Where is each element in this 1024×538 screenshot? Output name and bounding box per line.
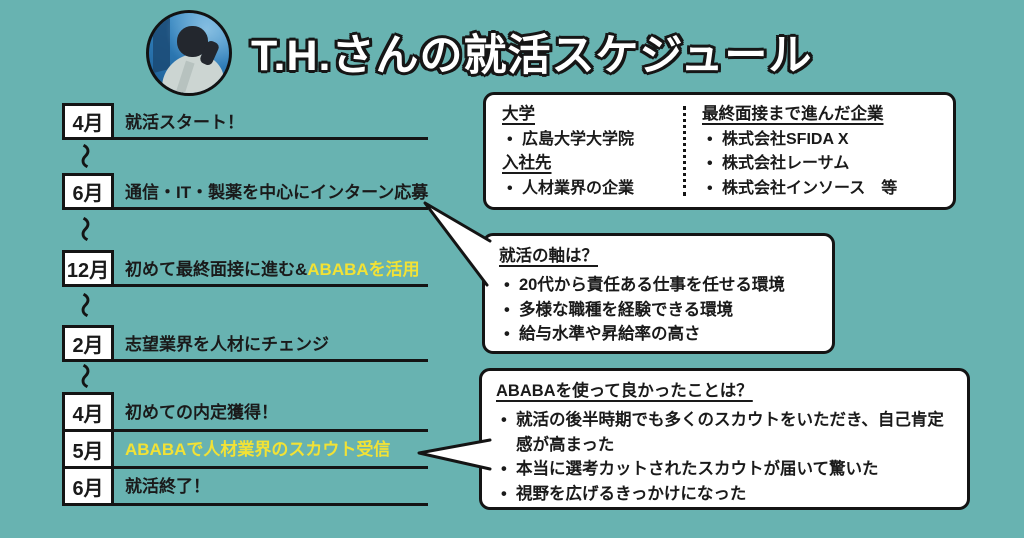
job-axis-list: 20代から責任ある仕事を任せる環境多様な職種を経験できる環境給与水準や昇給率の高…	[499, 273, 818, 347]
month-label: 6月	[62, 173, 114, 210]
ababa-benefits-bubble: ABABAを使って良かったことは？ 就活の後半時期でも多くのスカウトをいただき、…	[479, 368, 970, 510]
month-label: 5月	[62, 429, 114, 469]
month-label: 2月	[62, 325, 114, 362]
timeline-event-label: 初めて最終面接に進む&ABABAを活用	[114, 250, 428, 287]
profile-left-column: 大学 広島大学大学院 入社先 人材業界の企業	[502, 103, 683, 202]
timeline-event-label: 初めての内定獲得！	[114, 392, 428, 432]
timeline-event-label: 就活スタート！	[114, 103, 428, 140]
timeline-row: 6月通信・IT・製薬を中心にインターン応募	[62, 173, 428, 210]
list-item: 20代から責任ある仕事を任せる環境	[499, 273, 818, 298]
company-joined-heading: 入社先	[502, 154, 552, 173]
job-axis-bubble-tail	[423, 201, 492, 287]
profile-info-panel: 大学 広島大学大学院 入社先 人材業界の企業 最終面接まで進んだ企業 株式会社S…	[483, 92, 956, 210]
job-axis-bubble: 就活の軸は？ 20代から責任ある仕事を任せる環境多様な職種を経験できる環境給与水…	[482, 233, 835, 354]
list-item: 視野を広げるきっかけになった	[496, 482, 953, 507]
list-item: 多様な職種を経験できる環境	[499, 298, 818, 323]
ababa-benefits-list: 就活の後半時期でも多くのスカウトをいただき、自己肯定感が高まった本当に選考カット…	[496, 408, 953, 507]
timeline-row: 12月初めて最終面接に進む&ABABAを活用	[62, 250, 428, 287]
list-item: 人材業界の企業	[502, 177, 683, 202]
month-label: 4月	[62, 103, 114, 140]
page-title: T.H.さんの就活スケジュール	[251, 32, 813, 80]
profile-right-column: 最終面接まで進んだ企業 株式会社SFIDA X株式会社レーサム株式会社インソース…	[686, 103, 945, 201]
final-interview-heading: 最終面接まで進んだ企業	[702, 105, 884, 123]
list-item: 給与水準や昇給率の高さ	[499, 322, 818, 347]
timeline-row: 6月就活終了！	[62, 466, 428, 506]
timeline-row: 4月就活スタート！	[62, 103, 428, 140]
list-item: 就活の後半時期でも多くのスカウトをいただき、自己肯定感が高まった	[496, 408, 953, 458]
timeline-row: 2月志望業界を人材にチェンジ	[62, 325, 428, 362]
list-item: 株式会社レーサム	[702, 152, 945, 177]
month-label: 4月	[62, 392, 114, 432]
list-item: 株式会社SFIDA X	[702, 128, 945, 153]
list-item: 株式会社インソース 等	[702, 177, 945, 202]
timeline-row: 4月初めての内定獲得！	[62, 392, 428, 432]
university-list: 広島大学大学院	[502, 128, 683, 153]
timeline-event-label: 就活終了！	[114, 466, 428, 506]
university-heading: 大学	[502, 105, 535, 123]
timeline-event-label: 志望業界を人材にチェンジ	[114, 325, 428, 362]
dotted-divider	[683, 106, 686, 196]
company-joined-section: 入社先 人材業界の企業	[502, 152, 683, 202]
final-interview-list: 株式会社SFIDA X株式会社レーサム株式会社インソース 等	[702, 128, 945, 201]
list-item: 本当に選考カットされたスカウトが届いて驚いた	[496, 457, 953, 482]
university-section: 大学 広島大学大学院	[502, 103, 683, 153]
wavy-connector: 〜	[70, 292, 98, 318]
wavy-connector: 〜	[70, 216, 98, 242]
wavy-connector: 〜	[70, 363, 98, 389]
ababa-benefits-heading: ABABAを使って良かったことは？	[496, 382, 753, 400]
company-joined-list: 人材業界の企業	[502, 177, 683, 202]
list-item: 広島大学大学院	[502, 128, 683, 153]
job-axis-heading: 就活の軸は？	[499, 247, 598, 265]
timeline-event-label: 通信・IT・製薬を中心にインターン応募	[114, 173, 428, 210]
wavy-connector: 〜	[70, 143, 98, 169]
month-label: 6月	[62, 466, 114, 506]
timeline-event-label: ABABAで人材業界のスカウト受信	[114, 429, 428, 469]
avatar	[146, 10, 232, 96]
month-label: 12月	[62, 250, 114, 287]
